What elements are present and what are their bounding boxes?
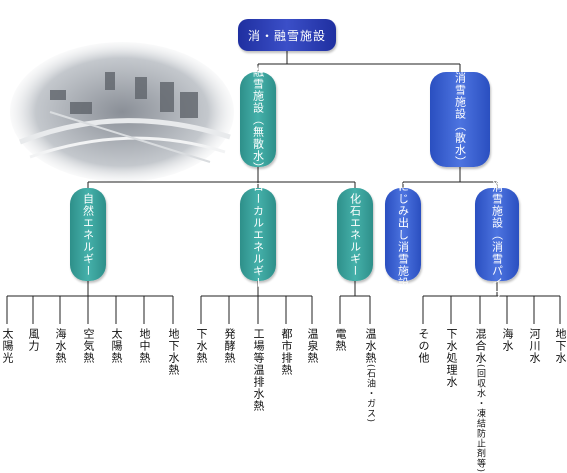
leaf-river-water: 河川水 [528, 328, 541, 364]
leaf-mixed-water-note: (回収水・凍結防止剤等) [475, 364, 485, 473]
node-snow-removal-facility-label: 消雪施設（散水） [453, 71, 467, 168]
leaf-treated-sewage: 下水処理水 [445, 328, 458, 388]
node-local-energy: ローカルエネルギー [240, 181, 276, 289]
leaf-wind-power: 風力 [27, 328, 40, 352]
node-natural-energy-label: 自然エネルギー [81, 192, 95, 277]
leaf-geothermal: 地中熱 [138, 328, 151, 364]
leaf-urban-waste-heat: 都市排熱 [280, 328, 293, 376]
leaf-sewage-heat: 下水熱 [195, 328, 208, 364]
leaf-air-heat: 空気熱 [82, 328, 95, 364]
leaf-seawater: 海水 [501, 328, 514, 352]
leaf-solar-heat: 太陽熱 [110, 328, 123, 364]
leaf-other: その他 [417, 328, 430, 364]
node-melting-facility: 融雪施設（無散水） [240, 66, 276, 174]
leaf-mixed-water-label: 混合水 [474, 328, 487, 364]
leaf-hot-water-heat-label: 温水熱 [364, 328, 377, 364]
leaf-hot-water-heat: 温水熱(石油・ガス) [364, 328, 377, 424]
leaf-hot-water-heat-note: (石油・ガス) [365, 364, 375, 424]
node-melting-facility-label: 融雪施設（無散水） [251, 65, 265, 174]
leaf-electric-heat: 電熱 [334, 328, 347, 352]
leaf-seawater-heat: 海水熱 [54, 328, 67, 364]
leaf-hot-spring-heat: 温泉熱 [306, 328, 319, 364]
leaf-fermentation-heat: 発酵熱 [223, 328, 236, 364]
node-snow-removal-facility: 消雪施設（散水） [430, 71, 490, 168]
node-seepage-facility: にじみ出し消雪施設 [385, 181, 421, 289]
node-sprinkling-facility-label: 散水消雪施設（消雪パイプ） [490, 156, 504, 313]
aerial-city-photo [10, 42, 234, 182]
leaf-groundwater-heat: 地下水熱 [167, 328, 180, 376]
leaf-factory-waste-heat: 工場等温排水熱 [252, 328, 265, 412]
root-label: 消・融雪施設 [247, 28, 326, 43]
leaf-mixed-water: 混合水(回収水・凍結防止剤等) [474, 328, 487, 473]
leaf-solar-power: 太陽光 [1, 328, 14, 364]
node-natural-energy: 自然エネルギー [70, 188, 106, 281]
tree-connectors [6, 51, 561, 324]
leaf-groundwater: 地下水 [554, 328, 567, 364]
node-sprinkling-facility: 散水消雪施設（消雪パイプ） [475, 157, 519, 313]
root-node: 消・融雪施設 [238, 19, 336, 51]
node-seepage-facility-label: にじみ出し消雪施設 [396, 180, 410, 289]
node-local-energy-label: ローカルエネルギー [251, 180, 265, 289]
node-fossil-energy: 化石エネルギー [337, 188, 373, 281]
node-fossil-energy-label: 化石エネルギー [348, 192, 362, 277]
